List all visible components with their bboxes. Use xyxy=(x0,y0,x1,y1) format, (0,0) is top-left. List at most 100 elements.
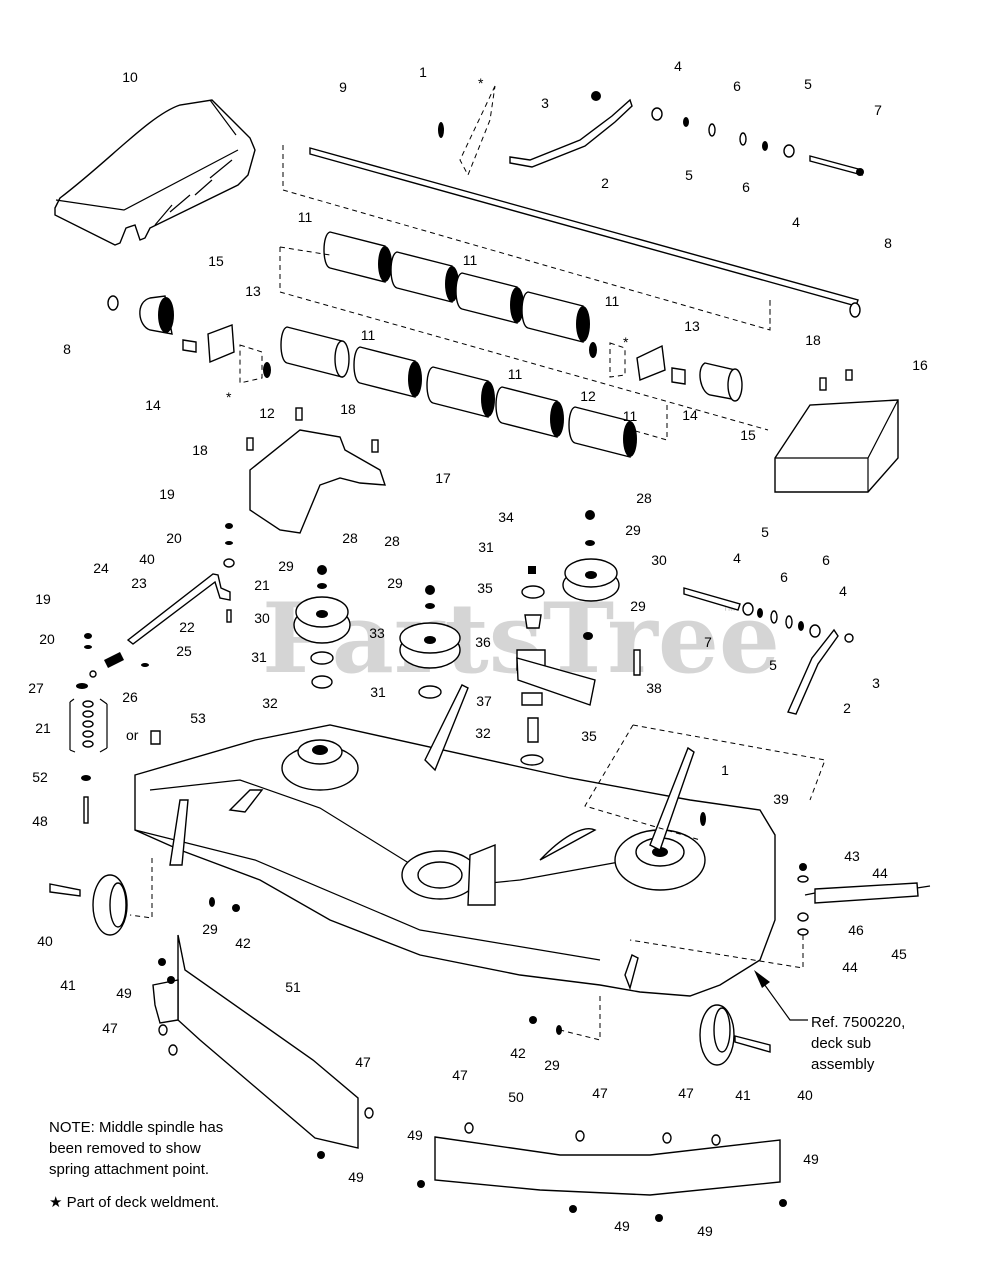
part-45-spring-rod[interactable] xyxy=(804,882,931,904)
part-17-bracket[interactable] xyxy=(249,429,386,534)
callout-29: 29 xyxy=(625,522,641,538)
part-2-lever-lower[interactable] xyxy=(787,628,839,715)
part-7-pin-lower[interactable] xyxy=(683,587,741,611)
callout-20: 20 xyxy=(166,530,182,546)
part-11-roller[interactable] xyxy=(521,291,590,343)
part-13-plate-left[interactable] xyxy=(207,324,235,364)
part-1-pin[interactable] xyxy=(438,122,444,138)
callout-11: 11 xyxy=(508,366,523,382)
part-13-plate-right[interactable] xyxy=(636,344,666,381)
callout-14: 14 xyxy=(682,407,698,423)
callout-12: 12 xyxy=(259,405,275,421)
diagram-note: NOTE: Middle spindle has been removed to… xyxy=(49,1117,223,1180)
rollers-group xyxy=(280,231,637,458)
callout-3: 3 xyxy=(872,675,880,691)
part-11-roller[interactable] xyxy=(353,346,422,398)
callout-2: 2 xyxy=(843,700,851,716)
hardware-top-right xyxy=(591,91,864,318)
part-50-baffle[interactable] xyxy=(434,1136,781,1196)
callout-40: 40 xyxy=(797,1087,813,1103)
part-16-cover[interactable] xyxy=(774,399,899,493)
part-40-axle-right[interactable] xyxy=(734,1035,771,1053)
spring-dash xyxy=(629,935,804,969)
callout-19: 19 xyxy=(35,591,51,607)
part-2-lever[interactable] xyxy=(509,98,633,168)
callout-5: 5 xyxy=(804,76,812,92)
callout-49: 49 xyxy=(697,1223,713,1239)
part-15-left-roller[interactable] xyxy=(139,295,174,335)
part-8-nut-left[interactable] xyxy=(107,295,119,311)
callout-43: 43 xyxy=(844,848,860,864)
callout-35: 35 xyxy=(477,580,493,596)
left-hardware-stack xyxy=(69,523,235,824)
or-text: or xyxy=(126,727,139,743)
callout-6: 6 xyxy=(742,179,750,195)
callout-40: 40 xyxy=(37,933,53,949)
roller-lower-box xyxy=(624,405,668,441)
callout-4: 4 xyxy=(674,58,682,74)
callout-1: 1 xyxy=(419,64,427,80)
callout-29: 29 xyxy=(630,598,646,614)
weldment-asterisks: * * * xyxy=(226,75,629,405)
part-11-roller[interactable] xyxy=(495,386,564,438)
callout-47: 47 xyxy=(592,1085,608,1101)
part-30-pulley-left[interactable] xyxy=(293,596,351,644)
callout-18: 18 xyxy=(192,442,208,458)
reference-line: Ref. 7500220, xyxy=(811,1014,906,1031)
reference-line: assembly xyxy=(811,1056,875,1073)
part-39-bracket[interactable] xyxy=(649,746,695,851)
callout-32: 32 xyxy=(262,695,278,711)
callout-36: 36 xyxy=(475,634,491,650)
callout-47: 47 xyxy=(452,1067,468,1083)
part-51-baffle[interactable] xyxy=(177,934,359,1149)
part-12-right[interactable] xyxy=(589,342,597,358)
callout-22: 22 xyxy=(179,619,195,635)
part-33-pulley-middle[interactable] xyxy=(399,622,461,669)
lever-dash-box-2 xyxy=(632,724,826,801)
part-10-cover[interactable] xyxy=(54,99,256,246)
callout-51: 51 xyxy=(285,979,301,995)
callout-49: 49 xyxy=(614,1218,630,1234)
callout-5: 5 xyxy=(769,657,777,673)
part-30-pulley-right[interactable] xyxy=(562,558,620,602)
note-line: spring attachment point. xyxy=(49,1161,210,1178)
part-11-roller[interactable] xyxy=(390,251,459,303)
callout-50: 50 xyxy=(508,1089,524,1105)
callout-31: 31 xyxy=(251,649,267,665)
svg-text:*: * xyxy=(226,389,232,405)
part-15-right-roller[interactable] xyxy=(699,362,743,402)
part-11-roller[interactable] xyxy=(426,366,495,418)
lever-dash-box xyxy=(584,724,701,841)
callout-5: 5 xyxy=(761,524,769,540)
callout-4: 4 xyxy=(792,214,800,230)
part-11-roller[interactable] xyxy=(455,272,524,324)
callout-42: 42 xyxy=(510,1045,526,1061)
part-11-roller[interactable] xyxy=(323,231,392,283)
callout-41: 41 xyxy=(735,1087,751,1103)
part-23-idler-arm[interactable] xyxy=(126,573,231,645)
part-40-axle-left[interactable] xyxy=(49,883,81,897)
callout-15: 15 xyxy=(208,253,224,269)
callout-17: 17 xyxy=(435,470,451,486)
callout-48: 48 xyxy=(32,813,48,829)
deck-housing[interactable] xyxy=(134,724,776,997)
callout-29: 29 xyxy=(544,1057,560,1073)
callout-13: 13 xyxy=(245,283,261,299)
part-14-bracket-right[interactable] xyxy=(671,367,686,385)
part-14-bracket-left[interactable] xyxy=(182,339,197,353)
part-41-wheel-right[interactable] xyxy=(699,1004,735,1066)
part-24-spring[interactable] xyxy=(104,652,124,668)
part-11-roller[interactable] xyxy=(280,326,350,378)
part-41-wheel-left[interactable] xyxy=(92,874,128,936)
part-11-roller[interactable] xyxy=(568,406,637,458)
callout-2: 2 xyxy=(601,175,609,191)
callout-6: 6 xyxy=(733,78,741,94)
callout-8: 8 xyxy=(884,235,892,251)
callout-28: 28 xyxy=(636,490,652,506)
part-1-pin-deck[interactable] xyxy=(700,812,706,826)
callout-49: 49 xyxy=(407,1127,423,1143)
callout-30: 30 xyxy=(651,552,667,568)
part-12-left[interactable] xyxy=(263,362,271,378)
callout-7: 7 xyxy=(874,102,882,118)
